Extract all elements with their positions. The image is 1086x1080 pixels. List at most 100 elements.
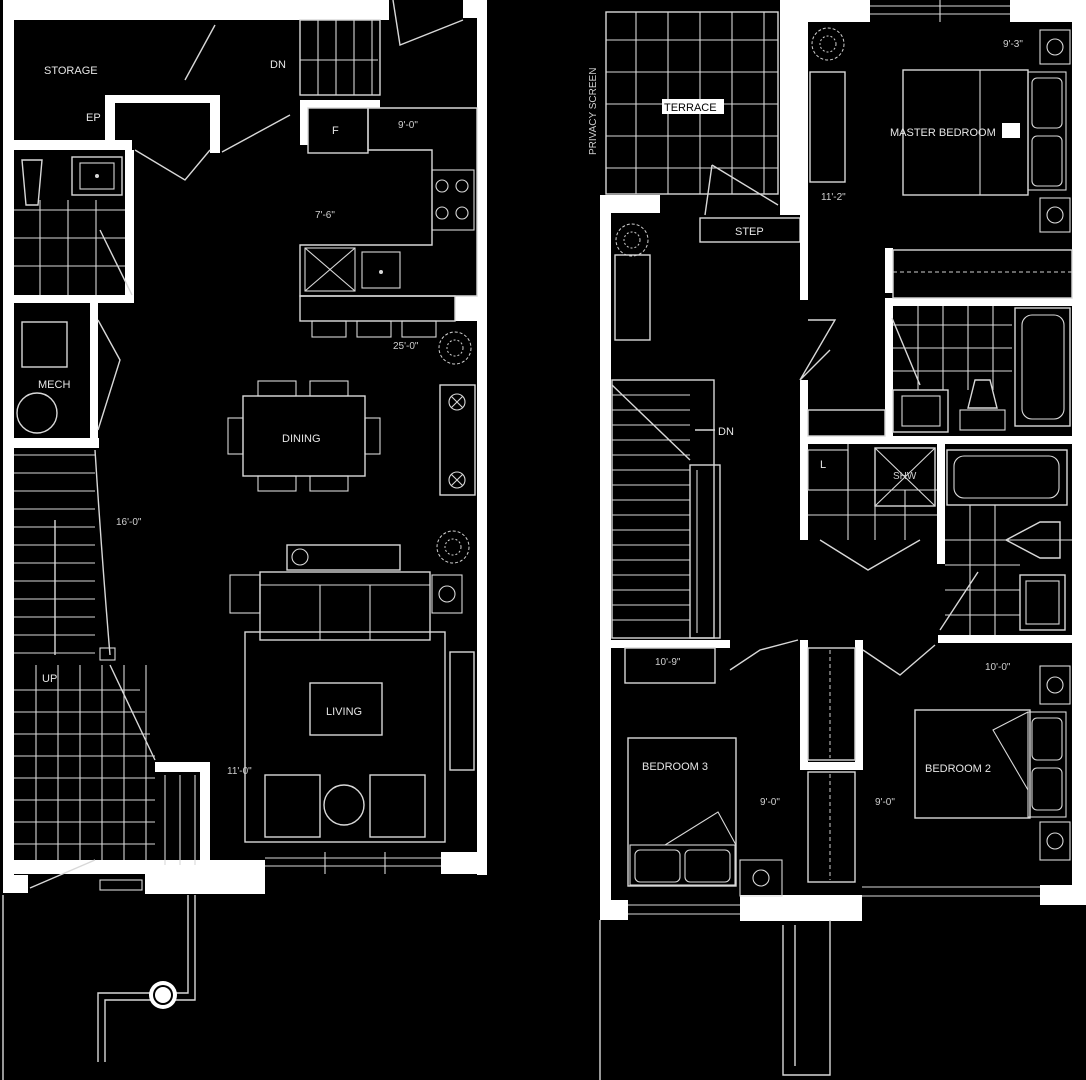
- bath-north-wall: [800, 436, 1080, 444]
- bedroom3-label: BEDROOM 3: [642, 761, 708, 773]
- laundry-shower: [807, 444, 937, 571]
- terrace-tag: [662, 99, 724, 114]
- linen-closet: [807, 409, 886, 437]
- living-width-dim: 11'-0": [227, 766, 252, 777]
- bedroom-3: [624, 639, 799, 920]
- master-north-wall-right: [1010, 0, 1086, 22]
- upper-north-wall-left: [600, 195, 660, 213]
- kitchen: [299, 107, 478, 338]
- coffee-table: [309, 682, 383, 736]
- terrace-door[interactable]: [704, 164, 779, 216]
- dn-upper-label: DN: [718, 426, 734, 438]
- laundry-east-wall: [937, 444, 945, 564]
- bed3-north-wall: [610, 640, 730, 648]
- bed2-north-wall: [938, 635, 1080, 643]
- laundry-unit: [807, 449, 849, 491]
- master-depth-dim: 11'-2": [821, 192, 846, 203]
- master-closet: [892, 249, 1073, 299]
- bed2-west-wall: [855, 640, 863, 770]
- bedroom2-label: BEDROOM 2: [925, 763, 991, 775]
- powder-room: [14, 156, 133, 296]
- armchair: [369, 774, 426, 838]
- media-unit: [449, 651, 475, 771]
- master-door[interactable]: [799, 319, 837, 381]
- ensuite-sink: [892, 389, 949, 433]
- bed3-closet: [624, 647, 716, 684]
- kitchen-width-dim: 9'-0": [398, 120, 418, 131]
- pantry-door[interactable]: [221, 114, 291, 153]
- master-bedroom: [799, 0, 1073, 381]
- main-bath-door[interactable]: [939, 571, 979, 631]
- powder-south-wall: [14, 295, 134, 303]
- main-east-wall: [477, 0, 487, 875]
- armchair: [264, 774, 321, 838]
- main-west-wall: [3, 0, 14, 875]
- privacy-screen-label: PRIVACY SCREEN: [588, 68, 599, 155]
- dining-label: DINING: [282, 433, 321, 445]
- dishwasher: [304, 247, 356, 292]
- ensuite-door[interactable]: [891, 317, 921, 386]
- upper-east-wall: [1072, 0, 1086, 905]
- linen-west-wall: [800, 380, 808, 440]
- closet-doors[interactable]: [134, 149, 211, 181]
- foyer-edge: [109, 664, 156, 761]
- upper-south-wall-mid: [740, 895, 862, 921]
- main-south-wall-step: [145, 868, 265, 894]
- master-west-wall: [800, 215, 808, 300]
- bathtub: [1014, 307, 1071, 427]
- closet-wall: [210, 95, 220, 153]
- kitchen-island: [299, 295, 456, 322]
- master-bedroom-label: MASTER BEDROOM: [890, 127, 996, 139]
- ensuite-north-wall: [885, 298, 1072, 306]
- ep-wall: [105, 95, 115, 140]
- stool: [356, 320, 392, 338]
- laundry-doors[interactable]: [819, 539, 921, 571]
- fridge-side-wall: [300, 100, 308, 145]
- stair-down-main: [299, 19, 381, 96]
- powder-east-wall: [125, 150, 134, 295]
- dresser: [809, 71, 846, 183]
- mech-east-wall: [90, 303, 98, 438]
- bed3-east-wall: [800, 640, 808, 770]
- main-floor: STORAGE EP DN F 9'-0" 7'-6" 25'-0" MECH …: [2, 0, 487, 1080]
- front-porch: [2, 895, 196, 1080]
- hall-console: [614, 254, 651, 341]
- kitchen-pier: [455, 296, 477, 321]
- bedroom-closets: [807, 647, 856, 883]
- storage-ep-wall: [105, 95, 217, 103]
- main-entry-door[interactable]: [392, 0, 464, 46]
- storage-door[interactable]: [184, 24, 216, 81]
- sideboard: [439, 384, 476, 496]
- bed2-door[interactable]: [862, 644, 936, 676]
- cooktop: [431, 169, 475, 231]
- master-closet-wall: [885, 248, 893, 293]
- bed3-depth-dim: 9'-0": [760, 797, 780, 808]
- master-north-wall-left: [780, 0, 870, 22]
- sofa: [259, 571, 431, 641]
- living-area: [229, 544, 475, 843]
- powder-door[interactable]: [99, 229, 133, 296]
- entry-closet-wall: [200, 762, 210, 868]
- stool: [311, 320, 347, 338]
- bed3-door[interactable]: [729, 639, 799, 671]
- laundry-label: L: [820, 459, 826, 471]
- stair-length-dim: 16'-0": [116, 517, 142, 528]
- area-rug: [244, 631, 446, 843]
- dn-main-label: DN: [270, 59, 286, 71]
- upper-south-wall-right: [1040, 885, 1086, 905]
- front-door[interactable]: [29, 859, 96, 889]
- main-south-corner: [3, 875, 28, 893]
- bed2-width-dim: 10'-0": [985, 662, 1011, 673]
- bed3-bed: [627, 737, 737, 887]
- laundry-west-wall: [800, 444, 808, 540]
- entry-closet: [164, 775, 196, 865]
- main-sink: [1019, 574, 1066, 631]
- main-bath: [939, 449, 1072, 635]
- foyer-tiles: [14, 665, 155, 860]
- ep-label: EP: [86, 112, 101, 124]
- fridge-label: F: [332, 125, 339, 137]
- shower-label: SHW: [893, 471, 917, 482]
- main-rear-window: [265, 852, 441, 874]
- upper-floor: TERRACE PRIVACY SCREEN STEP MASTER BEDRO…: [588, 0, 1086, 1080]
- mech-south-wall: [14, 438, 99, 448]
